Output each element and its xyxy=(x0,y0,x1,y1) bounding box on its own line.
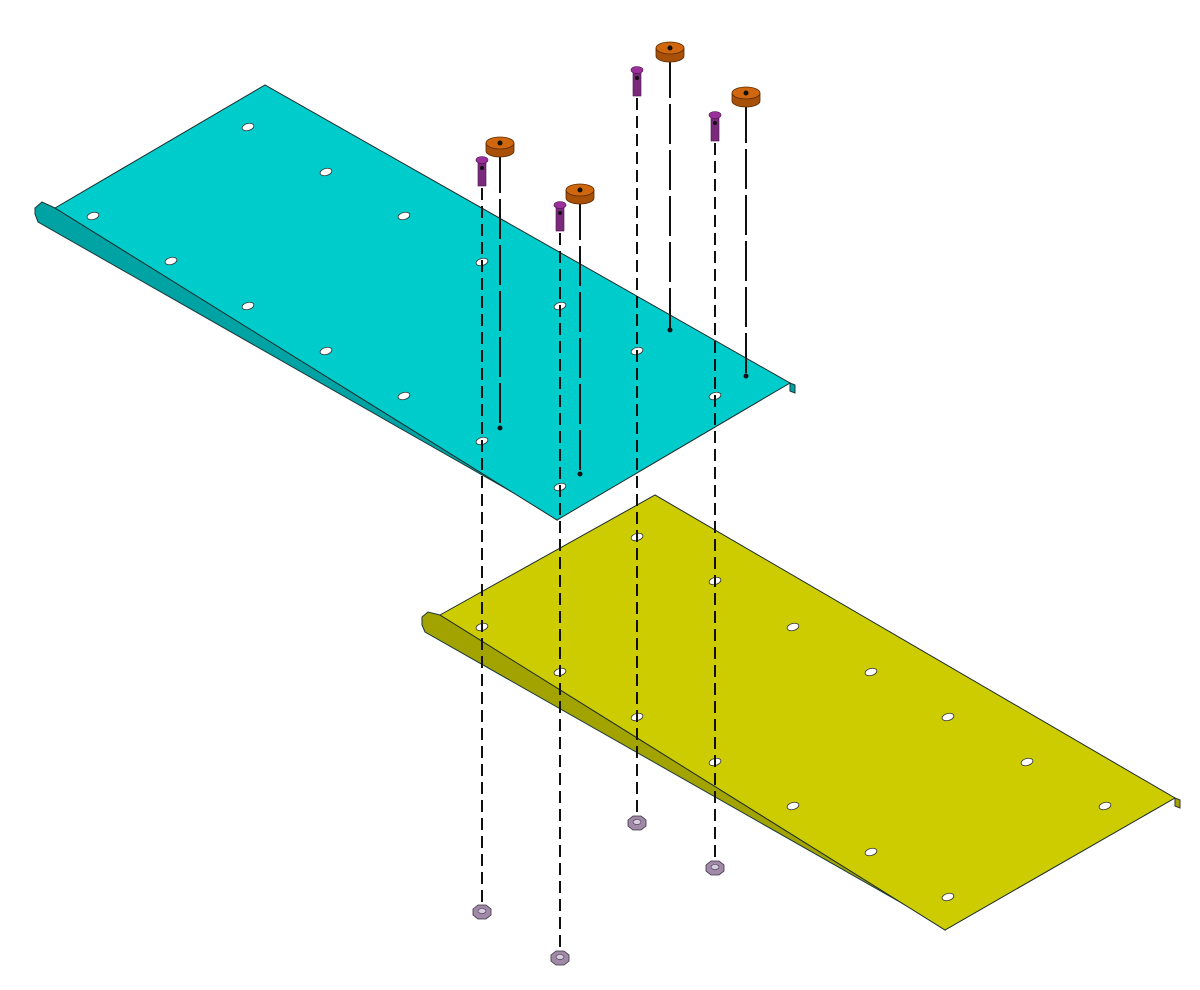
nut-hole xyxy=(710,864,720,870)
plate-hole xyxy=(786,801,800,811)
hex-nut xyxy=(550,950,570,966)
nut-hole xyxy=(632,819,642,825)
lower-plate[interactable] xyxy=(421,494,1181,931)
axis-end-dot xyxy=(743,373,749,379)
screw-center xyxy=(713,121,717,125)
screw xyxy=(630,66,644,97)
upper-plate[interactable] xyxy=(34,84,796,521)
screw-shank xyxy=(555,206,565,232)
nut-hole xyxy=(555,954,565,960)
screw-head xyxy=(553,201,567,209)
plate-hole xyxy=(941,712,955,722)
axis-end-dot xyxy=(497,425,503,431)
washer-hole xyxy=(577,187,583,193)
plate-hole xyxy=(1020,757,1034,767)
plate-hole xyxy=(241,122,255,132)
plate-hole xyxy=(786,622,800,632)
hex-nut xyxy=(627,815,647,831)
washer xyxy=(655,41,685,63)
plate-face xyxy=(54,84,791,521)
plate-hole xyxy=(397,211,411,221)
plate-hole xyxy=(864,667,878,677)
screw-head xyxy=(630,66,644,74)
hardware[interactable] xyxy=(472,41,761,966)
screw-head xyxy=(708,111,722,119)
plate-lip-end xyxy=(1174,797,1181,809)
plate-hole xyxy=(319,167,333,177)
screw-shank xyxy=(477,161,487,187)
washer xyxy=(731,86,761,108)
screw-shank xyxy=(632,71,642,97)
hex-nut xyxy=(472,904,492,920)
washer-hole xyxy=(743,90,749,96)
washer xyxy=(485,136,515,158)
screw-head xyxy=(475,156,489,164)
plate-hole xyxy=(86,211,100,221)
plate-hole xyxy=(864,847,878,857)
hex-nut xyxy=(705,860,725,876)
plate-hole xyxy=(1098,801,1112,811)
plate-hole xyxy=(164,256,178,266)
plate-hole xyxy=(397,391,411,401)
plate-face xyxy=(439,494,1176,931)
washer xyxy=(565,183,595,205)
axis-end-dot xyxy=(667,327,673,333)
washer-hole xyxy=(667,45,673,51)
plate-hole xyxy=(941,892,955,902)
plate-hole xyxy=(241,301,255,311)
screw xyxy=(553,201,567,232)
axis-end-dot xyxy=(577,471,583,477)
plate-lip-end xyxy=(789,382,796,394)
screw-shank xyxy=(710,116,720,142)
assembly-lines xyxy=(481,58,749,958)
screw-center xyxy=(558,211,562,215)
screw xyxy=(475,156,489,187)
washer-hole xyxy=(497,140,503,146)
screw xyxy=(708,111,722,142)
screw-center xyxy=(480,166,484,170)
plate-hole xyxy=(319,346,333,356)
screw-center xyxy=(635,76,639,80)
nut-hole xyxy=(477,908,487,914)
